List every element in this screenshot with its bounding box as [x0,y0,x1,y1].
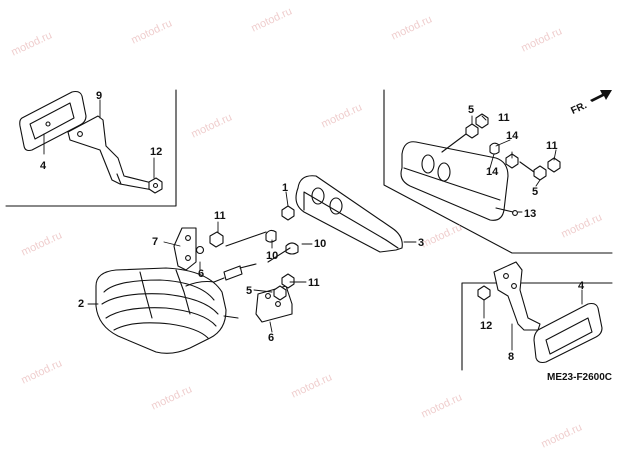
callout-5-low: 5 [246,285,253,297]
callout-9: 9 [96,90,103,102]
callout-8: 8 [508,351,515,363]
arrow-icon [590,90,612,102]
socket-wires [185,263,257,287]
housing-main [295,175,403,253]
callout-11-right: 11 [546,140,558,152]
nut-1 [281,205,295,221]
callout-12-lower: 12 [480,320,493,332]
lens [95,267,239,354]
bolt-10 [225,229,299,263]
callout-1: 1 [282,182,289,194]
callout-6-upper: 6 [198,268,205,280]
callout-5-top: 5 [468,104,475,116]
callout-4-left: 4 [40,160,47,172]
callout-11-top: 11 [498,112,510,124]
bracket-left [67,115,157,191]
inset-frame-left [5,89,177,207]
callout-4-lower: 4 [578,280,585,292]
reflector-lower [533,302,603,364]
callout-14-lower: 14 [486,166,499,178]
callout-6-lower: 6 [268,332,275,344]
bracket-8 [493,261,541,331]
leader-lines [43,99,583,351]
diagram-code: ME23-F2600C [547,372,613,383]
housing-upper [400,141,518,221]
callout-10-left: 10 [266,250,279,262]
callout-10-right: 10 [314,238,327,250]
callout-2: 2 [78,298,85,310]
callout-12-left: 12 [150,146,163,158]
nut-11-a [195,231,224,255]
callout-14-top: 14 [506,130,519,142]
nut-12-left [148,177,163,194]
inset-frame-right [383,89,613,254]
nut-12-lower [477,285,491,301]
nut-11-b [273,273,295,301]
bracket-7 [173,227,197,271]
callout-11-low: 11 [308,277,320,289]
callout-11-mid: 11 [214,210,226,222]
callout-3: 3 [418,237,425,249]
callout-5-right: 5 [532,186,539,198]
callout-7: 7 [152,236,159,248]
callout-13: 13 [524,208,537,220]
inset-frame-lower [461,282,613,371]
